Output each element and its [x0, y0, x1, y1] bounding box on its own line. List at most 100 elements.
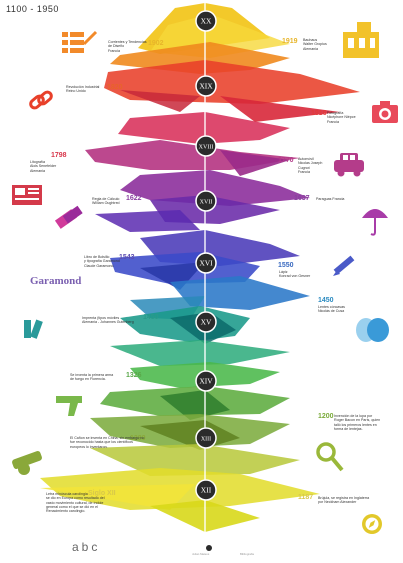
event-description-line: talló los primeros lentes en	[334, 422, 377, 427]
event-year: 1798	[51, 152, 67, 159]
lenses-icon	[356, 318, 389, 342]
event-description-line: Se inventa la primera arma	[70, 373, 114, 377]
century-node-xiii: XIII	[195, 427, 217, 449]
event-year: 1820	[107, 84, 123, 91]
list-icon	[62, 30, 98, 53]
event-year: 1187	[298, 494, 314, 501]
event-description-line: Imprenta (tipos móviles	[82, 316, 120, 320]
century-numeral: XII	[201, 486, 212, 495]
event-description-line: Claude Garamond.	[84, 263, 115, 268]
footer-abc-letters: abc	[72, 540, 101, 554]
century-node-xviii: XVIII	[195, 135, 217, 157]
century-numeral: XIX	[199, 82, 213, 91]
event-year: 1280	[130, 435, 146, 442]
event-description-line: Invención de la lupa por	[334, 414, 373, 418]
century-node-xvi: XVI	[195, 252, 217, 274]
event-description-line: Cugnot	[298, 165, 310, 170]
umbrella-icon	[362, 209, 388, 236]
shape-indigo-left	[95, 210, 200, 232]
cannon-icon	[12, 451, 42, 475]
event-year: 1200	[318, 413, 334, 420]
event-description-line: Regla de Cálculo	[92, 197, 120, 201]
shape-red-spike-right	[220, 96, 340, 122]
century-node-xv: XV	[195, 311, 217, 333]
event-description-line: de fuego en Florencia.	[70, 377, 106, 382]
event-description-line: vasto movimiento cultural, de índole	[46, 500, 104, 505]
event-description: Paraguas Francia	[316, 197, 344, 201]
event-year: 1450	[143, 314, 159, 321]
shape-violet-right	[220, 150, 290, 176]
century-node-xx: XX	[195, 10, 217, 32]
shape-xix-red	[104, 60, 360, 104]
event-year: 1816	[311, 110, 327, 117]
century-nodes: XX XIX XVIII XVII XVI XV XIV XIII XII	[195, 10, 217, 501]
event-description-line: Reino Unido	[66, 89, 86, 94]
newspaper-icon	[12, 185, 42, 205]
event-year: Siglo XII	[88, 490, 116, 497]
shape-green-dark	[160, 390, 230, 420]
century-numeral: XV	[201, 318, 212, 327]
car-icon	[334, 153, 364, 177]
event-description-line: Francia	[327, 119, 339, 124]
century-node-circle	[195, 190, 217, 212]
shape-red-spike-left	[120, 90, 200, 112]
event-description-line: Lentes cóncavas	[318, 305, 345, 309]
event-description-line: Revolución Industrial	[66, 85, 100, 89]
event-year: 1550	[278, 262, 294, 269]
event-year: 1543	[119, 254, 135, 261]
event-year: 1902	[148, 40, 164, 47]
event-description-line: Alemania - Johannes Gutenberg	[82, 320, 134, 325]
century-numeral: XX	[201, 17, 212, 26]
century-numeral: XVI	[199, 259, 213, 268]
event-description-line: El Cañon se inventa en China, sin embarg…	[70, 436, 145, 440]
event-description-line: Nicolás de Cusa	[318, 309, 345, 314]
century-node-circle	[195, 10, 217, 32]
event-description-line: Libro de Bolsillo	[84, 255, 110, 259]
century-node-xii: XII	[195, 479, 217, 501]
century-node-circle	[195, 370, 217, 392]
event-description-line: Roger Bacon en París, quien	[334, 418, 381, 423]
event-description-line: Litografía	[30, 160, 45, 164]
gun-icon	[56, 396, 82, 416]
garamond-label: Garamond	[30, 275, 82, 287]
event-description-line: Francia	[108, 48, 120, 53]
shape-purple-mid	[120, 170, 310, 206]
camera-icon	[372, 101, 398, 123]
event-description-line: Alois Senefelder	[30, 164, 57, 169]
pencil-icon	[333, 255, 355, 276]
bauhaus-building-icon	[343, 22, 379, 58]
century-numeral: XVII	[200, 200, 213, 206]
event-year: 1637	[294, 195, 310, 202]
century-numeral: XVIII	[199, 145, 214, 151]
magnifier-icon	[316, 442, 344, 472]
shape-magenta	[118, 112, 290, 144]
event-description-line: Alemania	[303, 46, 318, 51]
event-year: 1450	[318, 297, 334, 304]
event-description-line: Nicéphore Niépce	[327, 115, 356, 120]
event-description-line: Bauhaus	[303, 38, 318, 42]
page-title: 1100 - 1950	[6, 4, 59, 14]
event-description-line: Fotografía	[327, 111, 344, 115]
century-numeral: XIV	[199, 377, 213, 386]
slide-rule-icon	[54, 205, 83, 229]
shape-yellow-spike-left	[40, 484, 195, 510]
event-description-line: de Diseño	[108, 44, 125, 49]
event-year: 1919	[282, 38, 298, 45]
timeline-end-dot	[206, 545, 212, 551]
event-description-line: Francia	[298, 169, 310, 174]
century-node-circle	[195, 135, 217, 157]
event-description-line: Brújula, se registra en Inglaterra	[318, 496, 370, 500]
footer-author: Julian Mateus	[192, 552, 210, 556]
event-description-line: Automóvil	[298, 157, 314, 161]
